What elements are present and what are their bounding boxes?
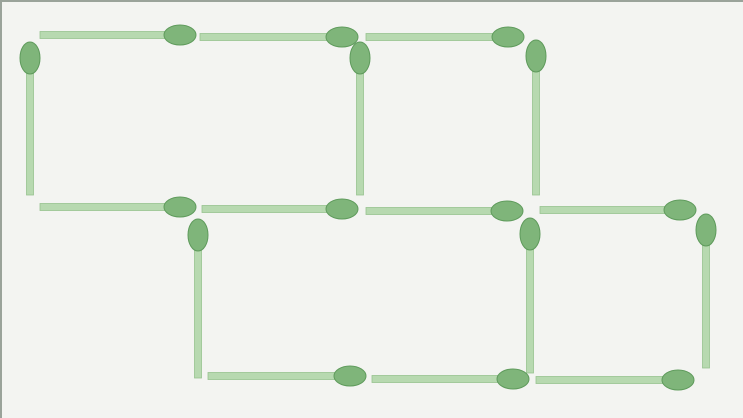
- matchstick-vert-b: [350, 42, 370, 195]
- matchstick-body: [202, 206, 342, 213]
- matchstick-top-1: [40, 25, 196, 45]
- matchsticks-group: [20, 25, 716, 390]
- matchstick-head: [164, 25, 196, 45]
- matchstick-bot-3: [536, 370, 694, 390]
- matchstick-top-3: [366, 27, 524, 47]
- matchstick-body: [40, 204, 180, 211]
- matchstick-mid-1: [40, 197, 196, 217]
- matchstick-head: [326, 27, 358, 47]
- matchstick-head: [526, 40, 546, 72]
- matchstick-mid-4: [540, 200, 696, 220]
- matchstick-head: [520, 218, 540, 250]
- matchstick-head: [497, 369, 529, 389]
- matchstick-body: [208, 373, 350, 380]
- matchstick-vert-e: [520, 218, 540, 373]
- matchstick-body: [200, 34, 342, 41]
- matchstick-body: [366, 208, 507, 215]
- matchstick-head: [334, 366, 366, 386]
- matchstick-head: [350, 42, 370, 74]
- matchstick-body: [703, 230, 710, 368]
- matchstick-body: [536, 377, 678, 384]
- matchstick-vert-f: [696, 214, 716, 368]
- matchstick-head: [662, 370, 694, 390]
- matchstick-vert-a: [20, 42, 40, 195]
- matchstick-body: [533, 56, 540, 195]
- matchstick-bot-1: [208, 366, 366, 386]
- matchstick-mid-2: [202, 199, 358, 219]
- matchstick-body: [527, 234, 534, 373]
- matchstick-body: [366, 34, 508, 41]
- matchstick-vert-c: [526, 40, 546, 195]
- matchstick-bot-2: [372, 369, 529, 389]
- matchstick-top-2: [200, 27, 358, 47]
- matchstick-body: [357, 58, 364, 195]
- matchstick-body: [540, 207, 680, 214]
- matchstick-head: [664, 200, 696, 220]
- matchstick-body: [372, 376, 513, 383]
- matchstick-body: [27, 58, 34, 195]
- matchstick-body: [40, 32, 180, 39]
- matchstick-body: [195, 235, 202, 378]
- matchstick-mid-3: [366, 201, 523, 221]
- matchstick-head: [164, 197, 196, 217]
- matchstick-head: [326, 199, 358, 219]
- matchstick-head: [696, 214, 716, 246]
- matchstick-head: [491, 201, 523, 221]
- matchstick-head: [188, 219, 208, 251]
- matchstick-vert-d: [188, 219, 208, 378]
- matchstick-head: [20, 42, 40, 74]
- matchstick-head: [492, 27, 524, 47]
